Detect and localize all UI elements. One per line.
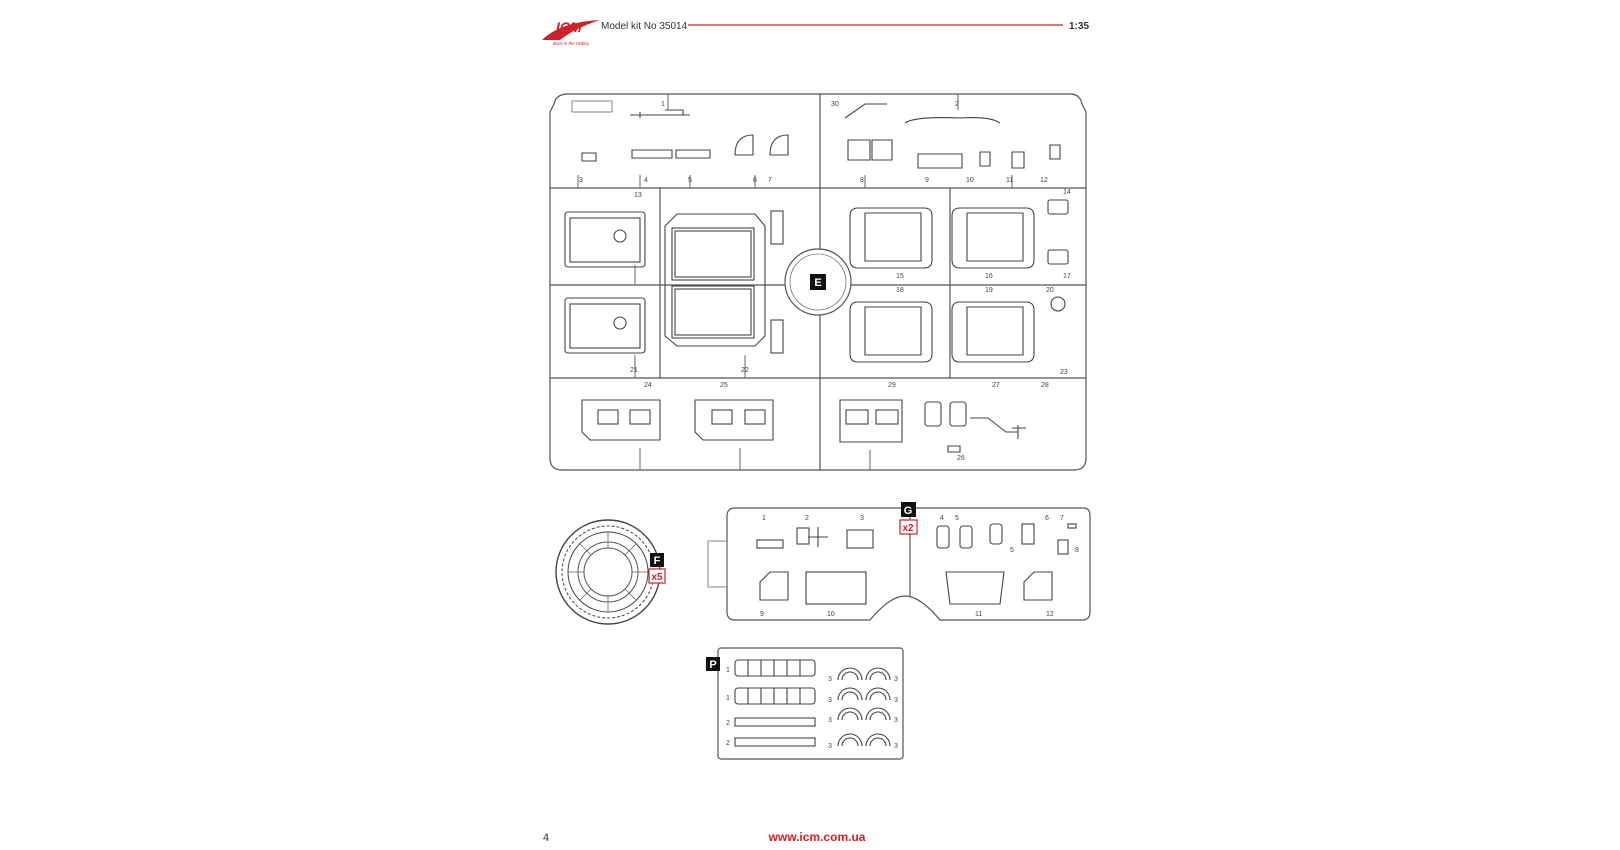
part-number: 9: [760, 611, 764, 618]
part-number: 5: [1010, 547, 1014, 554]
sprue-e: E: [549, 93, 1087, 471]
sprue-f-multiplier-box: [648, 568, 666, 584]
sprue-g-multiplier: x2: [902, 523, 914, 534]
part-number: 3: [828, 676, 832, 683]
part-number: 3: [828, 717, 832, 724]
part-number: 25: [720, 382, 728, 389]
part-number: 26: [957, 455, 965, 462]
part-number: 11: [1006, 177, 1013, 184]
sprue-f-label: F: [654, 555, 661, 567]
footer: 4 www.icm.com.ua: [543, 830, 866, 844]
part-number: 1: [726, 695, 730, 702]
sprue-p-label-box: [706, 657, 720, 671]
brand-tagline: Born in the Hobby: [553, 41, 590, 46]
part-number: 4: [940, 515, 944, 522]
sprue-g: G x2 1 2 3 4 5 6 7 8 9 10 11 12 5: [707, 502, 1091, 621]
part-number: 2: [726, 720, 730, 727]
sprue-p: P 1 1 2 2 3 3 3 3 3 3 3 3: [706, 647, 904, 760]
part-number: 22: [741, 367, 749, 374]
part-number: 3: [828, 743, 832, 750]
part-number: 3: [894, 717, 898, 724]
sprue-f-label-box: [650, 553, 664, 567]
part-number: 13: [634, 192, 642, 199]
page-number: 4: [543, 832, 549, 844]
part-number: 1: [762, 515, 766, 522]
part-number: 12: [1046, 611, 1054, 618]
part-number: 5: [688, 177, 692, 184]
part-number: 5: [955, 515, 959, 522]
part-number: 11: [975, 611, 982, 618]
sprue-e-label-box: [810, 274, 826, 290]
part-number: 8: [860, 177, 864, 184]
part-number: 10: [827, 611, 835, 618]
brand-name: ICM: [556, 19, 582, 35]
sprue-f: F x5: [555, 519, 666, 625]
part-number: 7: [768, 177, 772, 184]
website-link[interactable]: www.icm.com.ua: [768, 830, 866, 844]
part-number: 3: [860, 515, 864, 522]
part-number: 21: [630, 367, 638, 374]
scale-label: 1:35: [1069, 21, 1089, 32]
sprue-p-label: P: [709, 659, 716, 671]
part-number: 17: [1063, 273, 1071, 280]
part-number: 2: [805, 515, 809, 522]
part-number: 23: [1060, 369, 1068, 376]
part-number: 7: [1060, 515, 1064, 522]
part-number: 28: [1041, 382, 1049, 389]
kit-number: Model kit No 35014: [601, 21, 688, 32]
part-number: 24: [644, 382, 652, 389]
part-number: 3: [828, 697, 832, 704]
part-number: 4: [644, 177, 648, 184]
sprue-e-numbers: 1 2 3 4 5 6 7 8 9 10 11 12 13 14 15 16 1…: [579, 101, 1071, 462]
sprue-g-label: G: [904, 505, 913, 517]
part-number: 1: [661, 101, 665, 108]
part-number: 19: [985, 287, 993, 294]
part-number: 29: [888, 382, 896, 389]
part-number: 6: [1045, 515, 1049, 522]
part-number: 1: [726, 667, 730, 674]
part-number: 18: [896, 287, 904, 294]
part-number: 10: [966, 177, 974, 184]
part-number: 16: [985, 273, 993, 280]
part-number: 3: [579, 177, 583, 184]
part-number: 6: [753, 177, 757, 184]
part-number: 3: [894, 676, 898, 683]
part-number: 30: [831, 101, 839, 108]
part-number: 3: [894, 697, 898, 704]
part-number: 12: [1040, 177, 1048, 184]
icm-logo: ICM Born in the Hobby: [542, 19, 600, 46]
part-number: 15: [896, 273, 904, 280]
part-number: 2: [955, 101, 959, 108]
sprue-g-label-box: [901, 502, 916, 517]
part-number: 8: [1075, 547, 1079, 554]
header: ICM Born in the Hobby Model kit No 35014…: [542, 19, 1089, 46]
part-number: 2: [726, 740, 730, 747]
part-number: 20: [1046, 287, 1054, 294]
sprue-f-multiplier: x5: [651, 572, 663, 583]
part-number: 27: [992, 382, 1000, 389]
part-number: 9: [925, 177, 929, 184]
sprue-e-label: E: [814, 277, 821, 289]
part-number: 3: [894, 743, 898, 750]
part-number: 14: [1063, 189, 1071, 196]
sprue-g-multiplier-box: [899, 519, 918, 535]
